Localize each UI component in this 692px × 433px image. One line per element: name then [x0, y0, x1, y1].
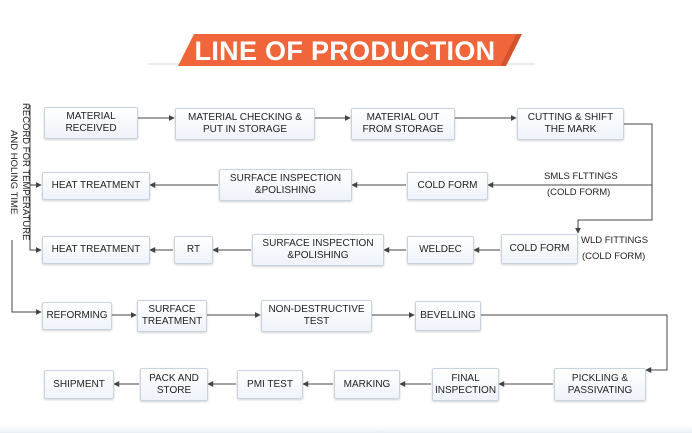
- title-banner-shape: [178, 34, 516, 66]
- step-non-destructive-test: NON-DESTRUCTIVE TEST: [261, 300, 372, 332]
- step-rt: RT: [174, 236, 213, 264]
- step-surface-inspection-2: SURFACE INSPECTION &POLISHING: [252, 234, 384, 266]
- bottom-band: [0, 425, 692, 433]
- step-material-out: MATERIAL OUT FROM STORAGE: [351, 108, 455, 140]
- branch-smls-sub: (COLD FORM): [547, 187, 611, 199]
- step-material-received: MATERIAL RECEIVED: [44, 107, 138, 139]
- step-reforming: REFORMING: [42, 302, 112, 330]
- arrow-record-to-heat-1: [29, 105, 42, 188]
- step-surface-treatment: SURFACE TREATMENT: [137, 300, 207, 332]
- arrow-smls-to-wld-coldform: [575, 185, 653, 234]
- step-pickling-passivating: PICKLING & PASSIVATING: [554, 368, 646, 401]
- step-cold-form-2: COLD FORM: [501, 234, 578, 264]
- arrow-record-to-heat-2: [29, 185, 42, 253]
- branch-wld-name: WLD FITTINGS: [581, 235, 649, 247]
- step-pack-store: PACK AND STORE: [140, 368, 208, 401]
- step-material-checking: MATERIAL CHECKING & PUT IN STORAGE: [175, 108, 315, 140]
- step-bevelling: BEVELLING: [415, 301, 481, 331]
- step-cutting-shift: CUTTING & SHIFT THE MARK: [517, 108, 624, 140]
- step-weldec: WELDEC: [407, 236, 474, 264]
- title-banner-edge: [500, 34, 522, 66]
- arrow-cutting-to-smls-coldform: [487, 123, 653, 188]
- step-final-inspection: FINAL INSPECTION: [432, 368, 499, 401]
- arrow-record-to-reforming: [11, 240, 42, 315]
- step-heat-treatment-2: HEAT TREATMENT: [42, 236, 150, 264]
- branch-smls-name: SMLS FLTTINGS: [544, 171, 618, 183]
- step-surface-inspection-1: SURFACE INSPECTION &POLISHING: [219, 169, 352, 201]
- arrow-bevelling-to-pickling: [481, 314, 668, 373]
- step-pmi-test: PMI TEST: [237, 370, 303, 399]
- step-cold-form-1: COLD FORM: [407, 172, 488, 200]
- branch-wld-sub: (COLD FORM): [582, 251, 646, 263]
- side-record-label: RECORD FOR TEMPERATURE AND HOLING TIME: [8, 103, 31, 241]
- page-title: LINE OF PRODUCTION: [194, 36, 496, 66]
- step-shipment: SHIPMENT: [44, 370, 114, 399]
- step-marking: MARKING: [334, 370, 400, 399]
- title-banner: [148, 34, 535, 66]
- step-heat-treatment-1: HEAT TREATMENT: [42, 172, 150, 200]
